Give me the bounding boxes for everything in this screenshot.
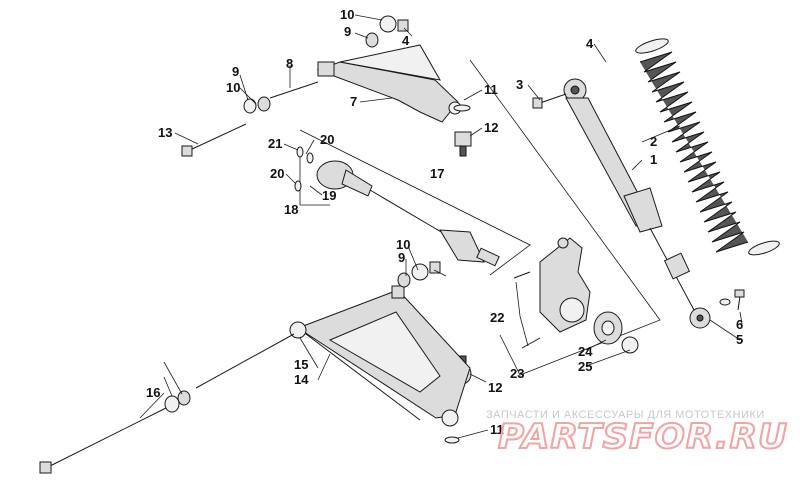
shock-bolts [532,93,745,311]
callout-18: 18 [284,202,298,217]
callout-23: 23 [510,366,524,381]
callout-24: 24 [578,344,593,359]
callout-15: 15 [294,357,308,372]
callout-3: 3 [516,77,523,92]
callout-10c: 10 [396,237,410,252]
callout-10a: 10 [340,7,354,22]
callout-12a: 12 [484,120,498,135]
watermark-brand: PARTSFOR.RU [498,417,788,457]
callout-8: 8 [286,56,293,71]
callout-9b: 9 [232,64,239,79]
upper-arm-hardware [181,15,409,157]
callout-25: 25 [578,359,592,374]
callout-9c: 9 [398,250,405,265]
steering-knuckle [513,237,639,354]
callout-13: 13 [158,125,172,140]
watermark-subtitle: ЗАПЧАСТИ И АКСЕССУАРЫ ДЛЯ МОТОТЕХНИКИ [486,409,765,421]
callout-17: 17 [430,166,444,181]
callout-7: 7 [350,94,357,109]
callout-4a: 4 [402,33,410,48]
upper-a-arm [316,44,462,123]
callout-12b: 12 [488,380,502,395]
coil-spring [635,38,780,256]
callout-10b: 10 [226,80,240,95]
callout-20b: 20 [270,166,284,181]
callouts: 1 2 3 4 4 5 6 7 8 9 9 9 10 10 10 11 11 1… [146,7,743,437]
callout-19: 19 [322,188,336,203]
lower-arm-hardware [39,261,441,474]
callout-14: 14 [294,372,309,387]
shock-absorber [563,78,711,329]
leader-lines [139,14,743,439]
callout-4b: 4 [586,36,594,51]
callout-6: 6 [736,317,743,332]
callout-16: 16 [146,385,160,400]
callout-2: 2 [650,134,657,149]
drive-axle [294,146,500,267]
group-frames [299,59,661,376]
watermark: ЗАПЧАСТИ И АКСЕССУАРЫ ДЛЯ МОТОТЕХНИКИ PA… [486,409,788,458]
callout-11b: 11 [490,422,504,437]
callout-22: 22 [490,310,504,325]
callout-9a: 9 [344,24,351,39]
callout-21: 21 [268,136,282,151]
callout-20a: 20 [320,132,334,147]
callout-11a: 11 [484,82,498,97]
callout-1: 1 [650,152,657,167]
callout-5: 5 [736,332,743,347]
lower-a-arm [289,285,471,427]
